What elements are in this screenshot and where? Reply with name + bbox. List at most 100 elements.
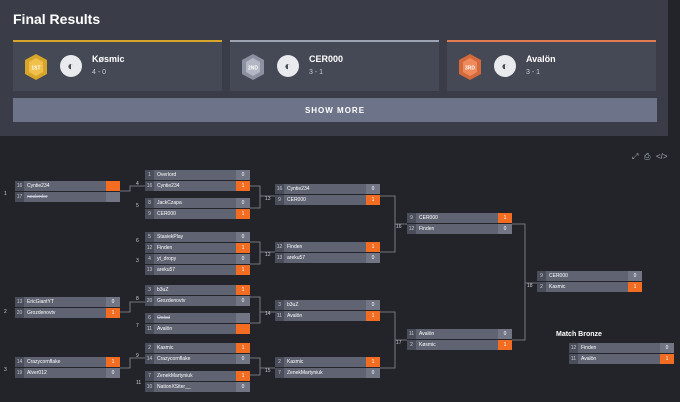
expand-icon[interactable]: ⤢	[632, 152, 639, 161]
team-name[interactable]: Kasmic	[287, 359, 304, 365]
team-name[interactable]: CER000	[287, 197, 306, 203]
team-name[interactable]: Kasmic	[549, 284, 566, 290]
team-name[interactable]: NationXSiter__	[157, 384, 191, 390]
team-name[interactable]: CER000	[419, 215, 438, 221]
team-name[interactable]: Grozdenovtv	[27, 310, 56, 316]
team-name[interactable]: Crazycornflake	[157, 356, 191, 362]
team-name[interactable]: noclenfer	[27, 194, 48, 200]
team-name[interactable]: Avalön	[287, 313, 303, 319]
team-name[interactable]: JackCzapa	[157, 200, 182, 206]
team-name[interactable]: Crazycornflake	[27, 359, 61, 365]
show-more-button[interactable]: SHOW MORE	[13, 98, 657, 122]
team-name[interactable]: Alver012	[27, 370, 47, 376]
embed-code-icon[interactable]: </>	[656, 152, 668, 161]
team-name[interactable]: Avalön	[419, 331, 435, 337]
print-icon[interactable]: ⎙	[644, 152, 651, 161]
team-name[interactable]: StasiekPlay	[157, 234, 184, 240]
team-name[interactable]: ZenekMartyniuk	[157, 373, 193, 379]
team-name[interactable]: Overlord	[157, 172, 177, 178]
team-name[interactable]: Cyntie234	[287, 186, 310, 192]
team-name[interactable]: areku57	[157, 267, 176, 273]
team-name[interactable]: Ookal	[157, 315, 171, 321]
team-name[interactable]: Avalön	[581, 356, 597, 362]
podium-team-name[interactable]: Køsmic	[92, 54, 125, 64]
team-name[interactable]: Køsmic	[419, 342, 436, 348]
team-name[interactable]: Grozdenovtv	[157, 298, 186, 304]
team-name[interactable]: areku57	[287, 255, 306, 261]
team-name[interactable]: Finden	[287, 244, 303, 250]
team-name[interactable]: b3uZ	[287, 302, 299, 308]
podium-team-name[interactable]: CER000	[309, 54, 344, 64]
team-name[interactable]: Kasmic	[157, 345, 174, 351]
team-name[interactable]: Finden	[419, 226, 435, 232]
team-name[interactable]: Cyntie234	[27, 183, 50, 189]
team-name[interactable]: Finden	[581, 345, 597, 351]
team-name[interactable]: b3uZ	[157, 287, 169, 293]
team-name[interactable]: ZenekMartyniuk	[287, 370, 323, 376]
team-name[interactable]: Finden	[157, 245, 173, 251]
podium-team-name[interactable]: Avalön	[526, 54, 556, 64]
team-name[interactable]: CER000	[549, 273, 568, 279]
team-name[interactable]: CER000	[157, 211, 176, 217]
team-name[interactable]: yt_dropy	[157, 256, 177, 262]
team-name[interactable]: EricGiantYT	[27, 299, 54, 305]
team-name[interactable]: Cyntie234	[157, 183, 180, 189]
team-name[interactable]: Avalön	[157, 326, 173, 332]
